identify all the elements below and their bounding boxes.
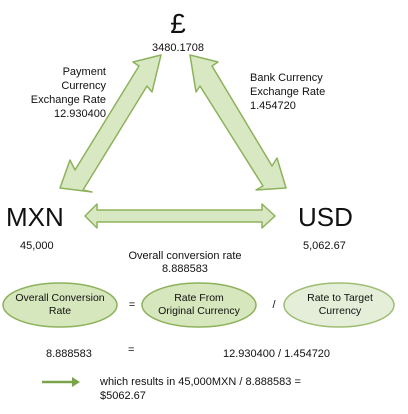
overall-rate-label: Overall conversion rate	[128, 250, 242, 262]
result-expression: 12.930400 / 1.454720	[223, 348, 331, 360]
pound-value: 3480.1708	[152, 42, 204, 54]
rate-from-ellipse	[141, 282, 257, 328]
left-rate-value: 12.930400	[54, 108, 106, 120]
from-ellipse-line2: Original Currency	[158, 305, 240, 317]
arrow-mxn-usd	[84, 203, 276, 229]
legend-line2: $5062.67	[100, 390, 146, 402]
legend-arrow-head	[72, 377, 80, 387]
overall-ellipse-line1: Overall Conversion	[15, 292, 105, 304]
result-equals: =	[128, 344, 135, 356]
arrow-mxn-pound	[59, 54, 162, 193]
legend-line1: which results in 45,000MXN / 8.888583 =	[100, 376, 301, 388]
pound-symbol: £	[170, 8, 186, 39]
formula-equals: =	[128, 299, 136, 311]
result-value: 8.888583	[46, 348, 92, 360]
formula-divide: /	[272, 299, 276, 311]
mxn-code: MXN	[6, 202, 64, 232]
usd-amount: 5,062.67	[303, 240, 346, 252]
rate-target-ellipse	[283, 282, 395, 328]
mxn-amount: 45,000	[20, 240, 54, 252]
overall-rate-ellipse	[2, 282, 118, 328]
right-rate-line1: Bank Currency	[250, 72, 323, 84]
arrow-pound-usd	[189, 54, 287, 191]
right-rate-value: 1.454720	[250, 100, 296, 112]
left-rate-line2: Currency	[61, 80, 106, 92]
usd-code: USD	[298, 202, 353, 232]
target-ellipse-line1: Rate to Target	[307, 292, 373, 304]
left-rate-line3: Exchange Rate	[30, 94, 106, 106]
overall-rate-value: 8.888583	[162, 263, 208, 275]
from-ellipse-line1: Rate From	[174, 292, 224, 304]
overall-ellipse-line2: Rate	[48, 305, 72, 317]
target-ellipse-line2: Currency	[318, 305, 362, 317]
left-rate-line1: Payment	[62, 66, 106, 78]
right-rate-line2: Exchange Rate	[250, 86, 326, 98]
